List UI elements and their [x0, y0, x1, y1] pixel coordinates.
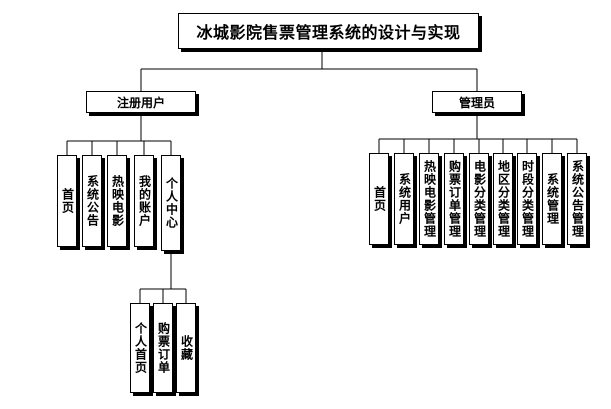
user-module-hot-movies: 热映电影 — [107, 155, 127, 247]
ticket-orders-node: 购票订单 — [153, 303, 173, 393]
user-module-home: 首页 — [57, 155, 77, 247]
user-module-personal-center: 个人中心 — [161, 155, 181, 251]
diagram-title: 冰城影院售票管理系统的设计与实现 — [178, 13, 479, 49]
admin-module-ticket-orders-mgmt: 购票订单管理 — [444, 153, 464, 245]
admin-module-home: 首页 — [369, 153, 389, 245]
admin-module-region-category-mgmt: 地区分类管理 — [493, 153, 513, 245]
personal-home-node: 个人首页 — [130, 303, 150, 393]
user-module-announcements: 系统公告 — [82, 155, 102, 247]
admin-module-hot-movies-mgmt: 热映电影管理 — [419, 153, 439, 245]
admin-module-system-users: 系统用户 — [394, 153, 414, 245]
admin-module-system-mgmt: 系统管理 — [542, 153, 562, 245]
admin-module-announcement-mgmt: 系统公告管理 — [567, 153, 587, 245]
admin-module-timeslot-category-mgmt: 时段分类管理 — [517, 153, 537, 245]
registered-user-node: 注册用户 — [86, 91, 196, 113]
administrator-node: 管理员 — [432, 91, 522, 113]
user-module-my-account: 我的账户 — [134, 155, 154, 247]
favorites-node: 收藏 — [176, 303, 196, 393]
admin-module-movie-category-mgmt: 电影分类管理 — [469, 153, 489, 245]
